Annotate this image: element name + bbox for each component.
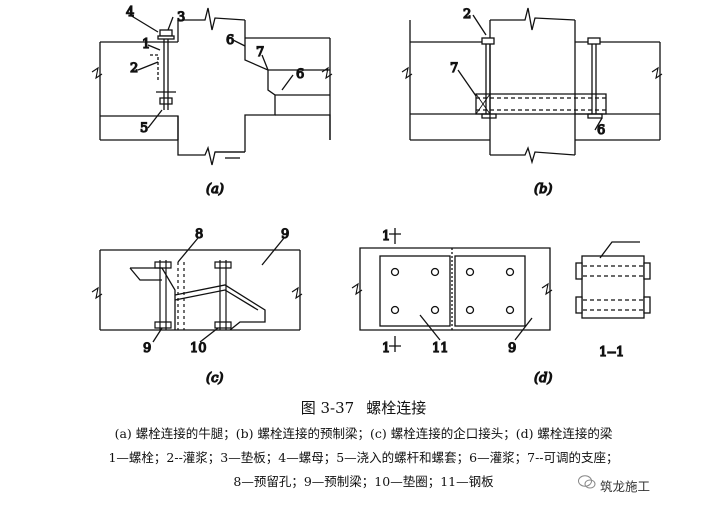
- caption-line-2: 1—螺栓；2--灌浆；3—垫板；4—螺母；5—浇入的螺杆和螺套；6—灌浆；7--…: [108, 450, 619, 465]
- callout-c-8: 8: [195, 227, 203, 242]
- figure-title: 图 3-37 螺栓连接: [0, 397, 727, 418]
- wechat-logo-icon: [578, 475, 596, 489]
- panel-c-lapped-joint-bolted: [91, 237, 303, 343]
- section-mark-bottom: 1: [382, 341, 390, 356]
- callout-a-1: 1: [142, 37, 150, 52]
- callout-a-3: 3: [177, 10, 185, 25]
- subfigure-label-c: (c): [206, 371, 223, 386]
- figure-title-text: 螺栓连接: [366, 399, 427, 417]
- callout-a-5: 5: [140, 121, 148, 136]
- callout-b-7: 7: [450, 61, 458, 76]
- figure-number: 图 3-37: [300, 399, 355, 417]
- subfigure-label-a: (a): [206, 182, 224, 197]
- callout-b-2: 2: [463, 7, 471, 22]
- callout-c-9: 9: [143, 341, 151, 356]
- callout-b-6: 6: [597, 123, 605, 138]
- callout-a-7: 7: [256, 45, 264, 60]
- subfigure-label-d: (d): [534, 371, 552, 386]
- callout-c-9-right: 9: [281, 227, 289, 242]
- section-mark-top: 1: [382, 229, 390, 244]
- callout-d-11: 11: [432, 341, 449, 356]
- watermark-text: 筑龙施工: [600, 479, 651, 494]
- callout-a-6-top: 6: [226, 33, 234, 48]
- callout-c-10: 10: [190, 341, 207, 356]
- caption-line-1: (a) 螺栓连接的牛腿；(b) 螺栓连接的预制梁；(c) 螺栓连接的企口接头；(…: [114, 426, 613, 441]
- section-label-1-1: 1--1: [599, 345, 624, 360]
- callout-a-6: 6: [296, 67, 304, 82]
- panel-d-beam-bolted: [351, 228, 651, 352]
- callout-d-9: 9: [508, 341, 516, 356]
- caption-line-3: 8—预留孔；9—预制梁；10—垫圈；11—钢板: [233, 474, 494, 489]
- callout-a-2: 2: [130, 61, 138, 76]
- callout-a-4: 4: [126, 5, 134, 20]
- panel-a-corbel-bolted: [91, 7, 333, 166]
- subfigure-label-b: (b): [534, 182, 552, 197]
- panel-b-precast-beam-bolted: [401, 7, 663, 165]
